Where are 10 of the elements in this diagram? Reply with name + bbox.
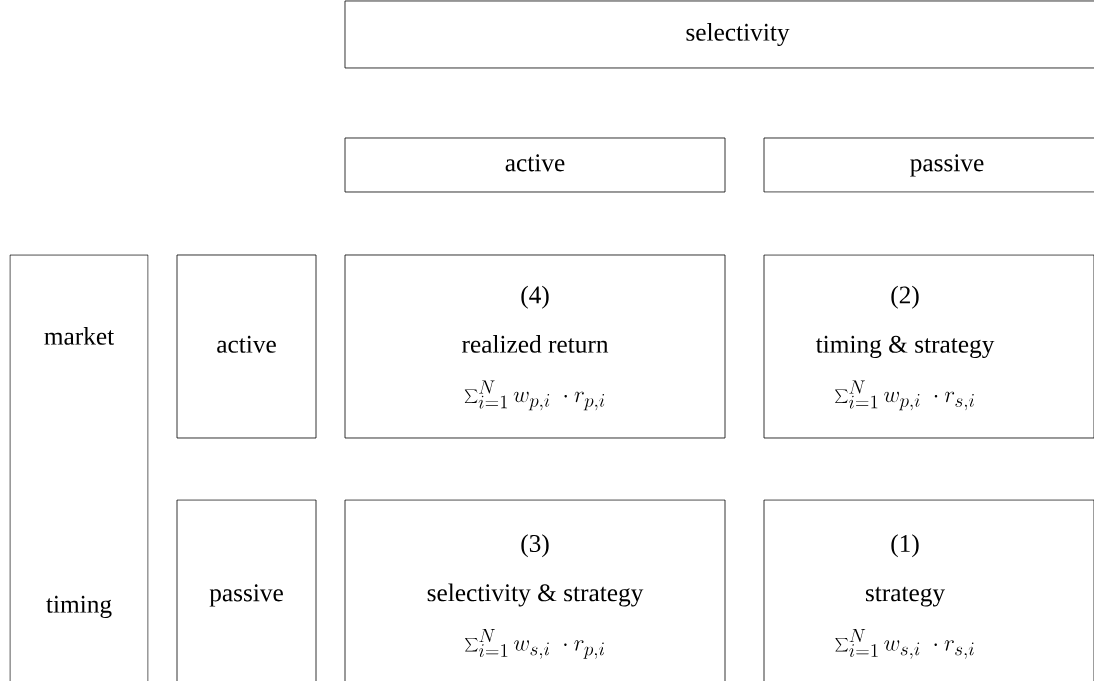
- matrix-cell: (4) realized return $\sum_{i=1}^{N} w_{p,i} \; \cdot r_{p,i}$: [344, 254, 726, 439]
- header-box: passive: [176, 499, 317, 681]
- matrix-cell: (3) selectivity & strategy $\sum_{i=1}^{N} w_{s,i} \; \cdot r_{p,i}$: [344, 499, 726, 681]
- matrix-cell: (1) strategy $\sum_{i=1}^{N} w_{s,i} \; \cdot r_{s,i}$: [763, 499, 1094, 681]
- header-box: passive: [763, 137, 1094, 193]
- header-box: active: [176, 254, 317, 439]
- matrix-cell: (2) timing & strategy $\sum_{i=1}^{N} w_{p,i} \; \cdot r_{s,i}$: [763, 254, 1094, 439]
- header-box: selectivity: [344, 0, 1094, 69]
- header-box: market timing: [9, 254, 149, 681]
- header-box: active: [344, 137, 726, 193]
